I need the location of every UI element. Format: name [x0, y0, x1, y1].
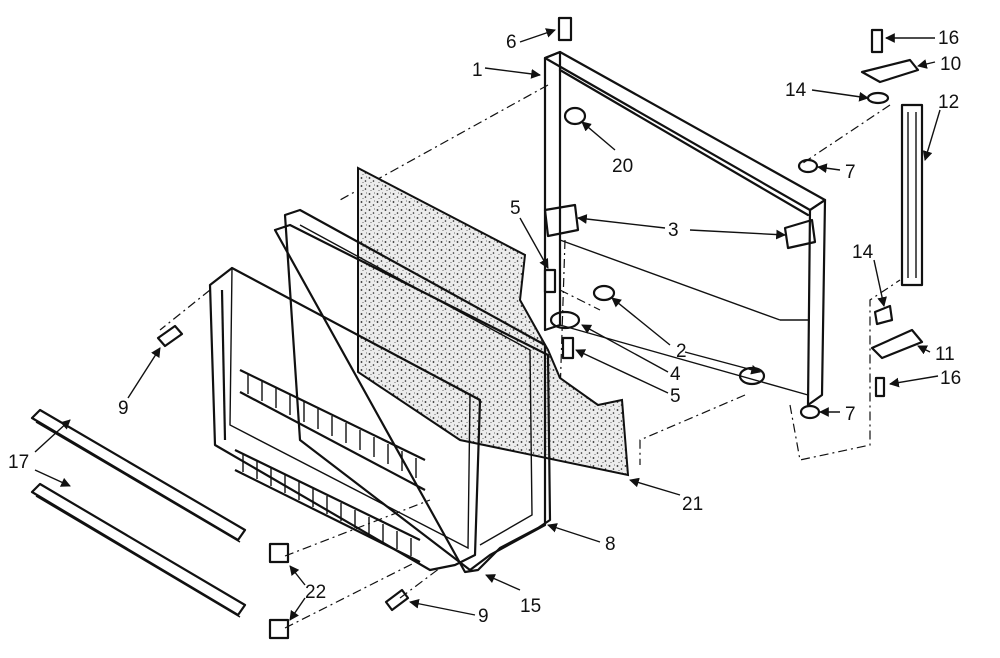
callout-1: 1: [472, 60, 483, 81]
callout-11: 11: [935, 344, 955, 365]
callout-16-upper: 16: [938, 28, 959, 49]
callout-15: 15: [520, 596, 541, 617]
callout-10: 10: [940, 54, 961, 75]
callout-5-lower: 5: [670, 386, 681, 407]
callout-14-upper: 14: [785, 80, 807, 101]
callout-16-lower: 16: [940, 368, 961, 389]
callout-9-left: 9: [118, 398, 129, 419]
callout-9-bottom: 9: [478, 606, 489, 627]
callout-21: 21: [682, 494, 703, 515]
callout-5-upper: 5: [510, 198, 521, 219]
callout-7-lower: 7: [845, 404, 856, 425]
foam-insulation-panel: [357, 166, 630, 477]
callout-2: 2: [676, 341, 687, 362]
callout-6: 6: [506, 32, 517, 53]
door-liner-shelves: [208, 266, 482, 572]
lower-shelf-rails: [234, 449, 421, 563]
callout-17: 17: [8, 452, 29, 473]
callout-labels: 1 2 3 4 5 5 6 7 7 8 9 9 10 11 12 14 14 1…: [8, 28, 961, 627]
shelf-bar-lower: [30, 482, 247, 618]
outer-door-frame: [543, 50, 827, 407]
callout-8: 8: [605, 534, 616, 555]
callout-12: 12: [938, 92, 959, 113]
shelf-bar-end-caps: [268, 542, 290, 640]
upper-hinge: [860, 28, 920, 105]
door-gasket: [273, 223, 552, 574]
callout-3: 3: [668, 220, 679, 241]
door-handle: [900, 103, 924, 287]
callout-22: 22: [305, 582, 326, 603]
leader-lines: [34, 28, 941, 621]
fasteners: [156, 16, 821, 612]
callout-7-upper: 7: [845, 162, 856, 183]
callout-4: 4: [670, 364, 681, 385]
callout-20: 20: [612, 156, 633, 177]
upper-shelf-rails: [239, 369, 426, 491]
lower-hinge: [870, 304, 924, 398]
shelf-bar-upper: [30, 408, 247, 543]
callout-14-lower: 14: [852, 242, 874, 263]
